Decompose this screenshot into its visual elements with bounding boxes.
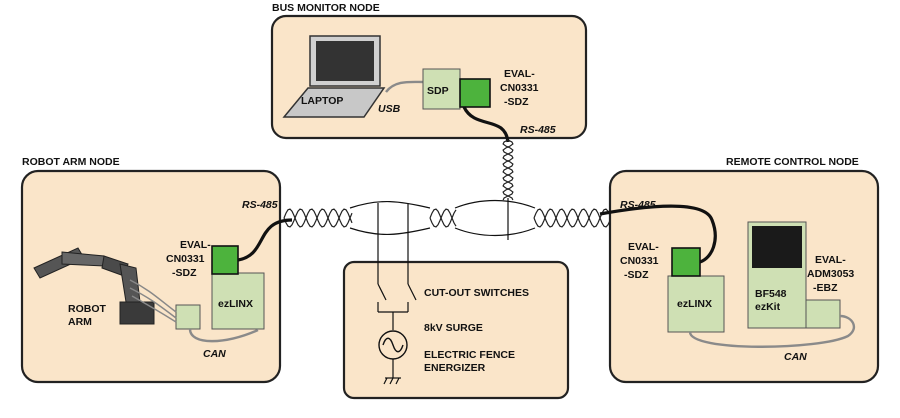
bus-monitor-cn0331-board	[459, 78, 491, 108]
surge-test-panel	[342, 260, 570, 400]
usb-label: USB	[378, 103, 401, 115]
main-bus-twisted-pair	[283, 208, 613, 228]
bus-splices	[349, 198, 536, 240]
remote-control-can-cable	[688, 314, 856, 348]
robot-arm-can-module	[175, 304, 201, 330]
robot-arm-rs485-wire	[237, 218, 293, 262]
robot-label-1: ROBOT	[68, 303, 107, 315]
ac-source-icon	[378, 330, 408, 378]
robot-arm-ezlinx-board	[211, 272, 265, 330]
ground-icon	[383, 377, 401, 385]
remote-control-eval-label-2: CN0331	[620, 255, 659, 267]
remote-control-can-label: CAN	[784, 351, 807, 363]
robot-arm-title: ROBOT ARM NODE	[22, 156, 120, 168]
bus-monitor-eval-label-1: EVAL-	[504, 68, 535, 80]
robot-arm-eval-label-1: EVAL-	[180, 239, 211, 251]
adm3053-board	[805, 299, 841, 329]
laptop-label: LAPTOP	[301, 95, 343, 107]
fence-label-2: ENERGIZER	[424, 362, 486, 374]
bus-monitor-node: BUS MONITOR NODE LAPTOP USB SDP EVAL- CN…	[270, 2, 588, 143]
robot-arm-eval-label-2: CN0331	[166, 253, 205, 265]
adm3053-label-3: -EBZ	[813, 282, 838, 294]
remote-control-node: REMOTE CONTROL NODE RS-485 ezLINX EVAL- …	[599, 156, 880, 384]
adm3053-label-2: ADM3053	[807, 268, 854, 280]
robot-arm-icon	[33, 247, 177, 325]
remote-control-rs485-wire	[599, 204, 717, 264]
bus-monitor-rs485-label: RS-485	[520, 124, 556, 136]
remote-control-ezlinx-board	[667, 275, 725, 333]
robot-arm-ezlinx-label: ezLINX	[218, 298, 253, 310]
sdp-label: SDP	[427, 85, 449, 97]
robot-arm-can-label: CAN	[203, 348, 226, 360]
bf548-screen	[752, 226, 802, 268]
robot-arm-eval-label-3: -SDZ	[172, 267, 197, 279]
robot-arm-rs485-label: RS-485	[242, 199, 278, 211]
robot-arm-cn0331-board	[211, 245, 239, 275]
remote-control-ezlinx-label: ezLINX	[677, 298, 712, 310]
remote-control-eval-label-3: -SDZ	[624, 269, 649, 281]
surge-test-box: CUT-OUT SWITCHES 8kV SURGE ELECTRIC FENC…	[342, 238, 570, 400]
cutout-switches-label: CUT-OUT SWITCHES	[424, 287, 529, 299]
laptop-icon	[282, 35, 386, 118]
usb-cable	[385, 80, 425, 93]
robot-arm-node: ROBOT ARM NODE RS-485 ezLINX EVAL- CN033…	[20, 156, 293, 384]
robot-label-2: ARM	[68, 316, 92, 328]
remote-control-cn0331-board	[671, 247, 701, 277]
remote-control-title: REMOTE CONTROL NODE	[726, 156, 859, 168]
fence-label-1: ELECTRIC FENCE	[424, 349, 515, 361]
surge-label: 8kV SURGE	[424, 322, 483, 334]
remote-control-eval-label-1: EVAL-	[628, 241, 659, 253]
bus-monitor-twisted-pair	[502, 139, 514, 201]
cutout-switches-icon	[377, 272, 417, 330]
bus-monitor-eval-label-3: -SDZ	[504, 96, 529, 108]
robot-arm-can-cable	[188, 328, 259, 343]
adm3053-label-1: EVAL-	[815, 254, 846, 266]
bf548-label-1: BF548	[755, 288, 787, 300]
bus-monitor-title: BUS MONITOR NODE	[272, 2, 380, 14]
bus-monitor-rs485-wire	[462, 106, 510, 143]
bf548-label-2: ezKit	[755, 301, 781, 313]
bus-monitor-eval-label-2: CN0331	[500, 82, 539, 94]
